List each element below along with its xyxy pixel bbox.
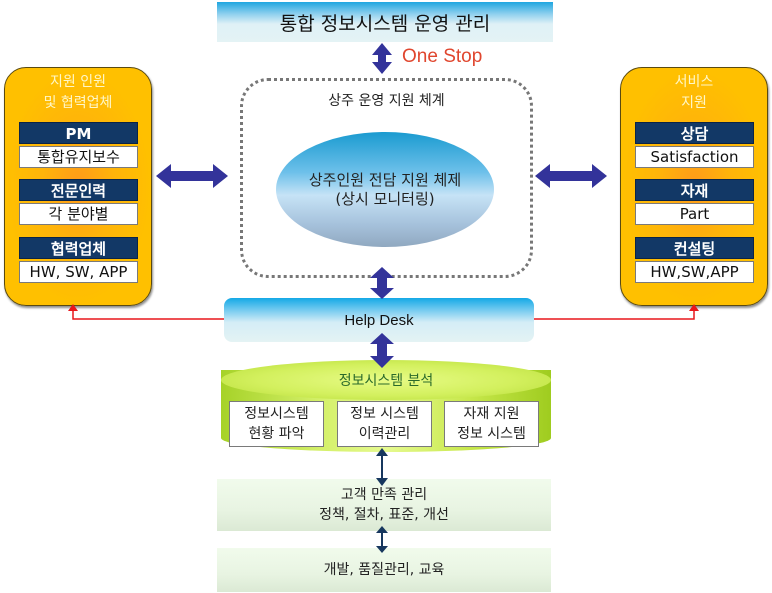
panel-title-line1: 서비스	[674, 74, 714, 90]
customer-satisfaction-band: 고객 만족 관리 정책, 절차, 표준, 개선	[217, 479, 551, 531]
group-detail: HW, SW, APP	[19, 261, 138, 283]
core-line1: 상주인원 전담 지원 체제	[308, 170, 462, 189]
double-arrow-horizontal-icon	[156, 164, 228, 188]
top-title-bar: 통합 정보시스템 운영 관리	[217, 2, 553, 42]
support-staff-panel: 지원 인원 및 협력업체 PM 통합유지보수 전문인력 각 분야별 협력업체 H…	[4, 67, 152, 306]
panel-title-line2: 지원	[681, 95, 707, 111]
group-heading-advisory: 컨설팅	[635, 237, 754, 259]
group-heading-pm: PM	[19, 122, 138, 144]
analysis-title: 정보시스템 분석	[338, 373, 434, 389]
help-desk-label: Help Desk	[344, 311, 414, 329]
panel-title-line1: 지원 인원	[50, 74, 106, 90]
analysis-box-history: 정보 시스템 이력관리	[337, 401, 432, 447]
feedback-line-left	[72, 310, 224, 320]
box-line2: 이력관리	[358, 426, 411, 442]
service-support-panel: 서비스 지원 상담 Satisfaction 자재 Part 컨설팅 HW,SW…	[620, 67, 768, 306]
foundation-label: 개발, 품질관리, 교육	[323, 562, 445, 578]
double-arrow-horizontal-icon	[535, 164, 607, 188]
help-desk-bar: Help Desk	[224, 298, 534, 342]
customer-line1: 고객 만족 관리	[340, 487, 428, 503]
foundation-band: 개발, 품질관리, 교육	[217, 548, 551, 592]
group-heading-experts: 전문인력	[19, 179, 138, 201]
feedback-line-right	[534, 310, 695, 320]
box-line2: 현황 파악	[248, 426, 305, 442]
analysis-cylinder: 정보시스템 분석 정보시스템 현황 파악 정보 시스템 이력관리 자재 지원 정…	[221, 360, 551, 460]
group-heading-parts: 자재	[635, 179, 754, 201]
analysis-box-status: 정보시스템 현황 파악	[229, 401, 324, 447]
box-line1: 정보 시스템	[350, 406, 419, 422]
panel-title-line2: 및 협력업체	[43, 95, 113, 111]
box-line1: 자재 지원	[463, 406, 520, 422]
core-line2: (상시 모니터링)	[335, 189, 435, 208]
group-detail: HW,SW,APP	[635, 261, 754, 283]
box-line2: 정보 시스템	[457, 426, 526, 442]
analysis-box-parts: 자재 지원 정보 시스템	[444, 401, 539, 447]
box-line1: 정보시스템	[244, 406, 309, 422]
double-arrow-vertical-icon	[372, 43, 392, 74]
frame-title: 상주 운영 지원 체계	[328, 93, 445, 109]
group-detail: 각 분야별	[19, 203, 138, 225]
group-heading-partners: 협력업체	[19, 237, 138, 259]
group-detail: 통합유지보수	[19, 146, 138, 168]
group-detail: Part	[635, 203, 754, 225]
resident-support-core: 상주인원 전담 지원 체제 (상시 모니터링)	[276, 132, 494, 247]
one-stop-label: One Stop	[402, 46, 483, 67]
group-detail: Satisfaction	[635, 146, 754, 168]
top-title: 통합 정보시스템 운영 관리	[279, 12, 491, 35]
customer-line2: 정책, 절차, 표준, 개선	[319, 507, 449, 523]
group-heading-consulting: 상담	[635, 122, 754, 144]
